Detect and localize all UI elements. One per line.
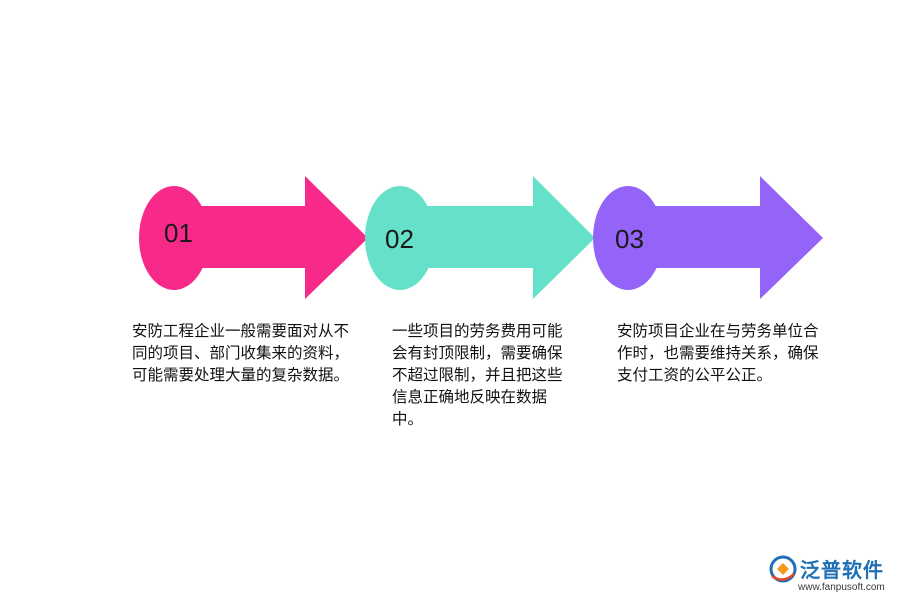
step-number-2: 02 [385,224,414,254]
step-description-3: 安防项目企业在与劳务单位合作时，也需要维持关系，确保支付工资的公平公正。 [617,322,819,384]
step-description-2: 一些项目的劳务费用可能会有封顶限制，需要确保不超过限制，并且把这些信息正确地反映… [392,322,563,428]
step-arrow-3 [593,176,823,299]
step-arrow-1 [139,176,368,299]
brand-name: 泛普软件 [800,558,884,582]
step-description-1: 安防工程企业一般需要面对从不同的项目、部门收集来的资料，可能需要处理大量的复杂数… [132,322,350,384]
step-arrow-2 [365,176,595,299]
step-number-1: 01 [164,218,193,248]
step-number-3: 03 [615,224,644,254]
brand-url: www.fanpusoft.com [798,582,885,593]
brand-logo: 泛普软件 www.fanpusoft.com [768,550,893,598]
fanpu-logo-icon [769,555,797,583]
